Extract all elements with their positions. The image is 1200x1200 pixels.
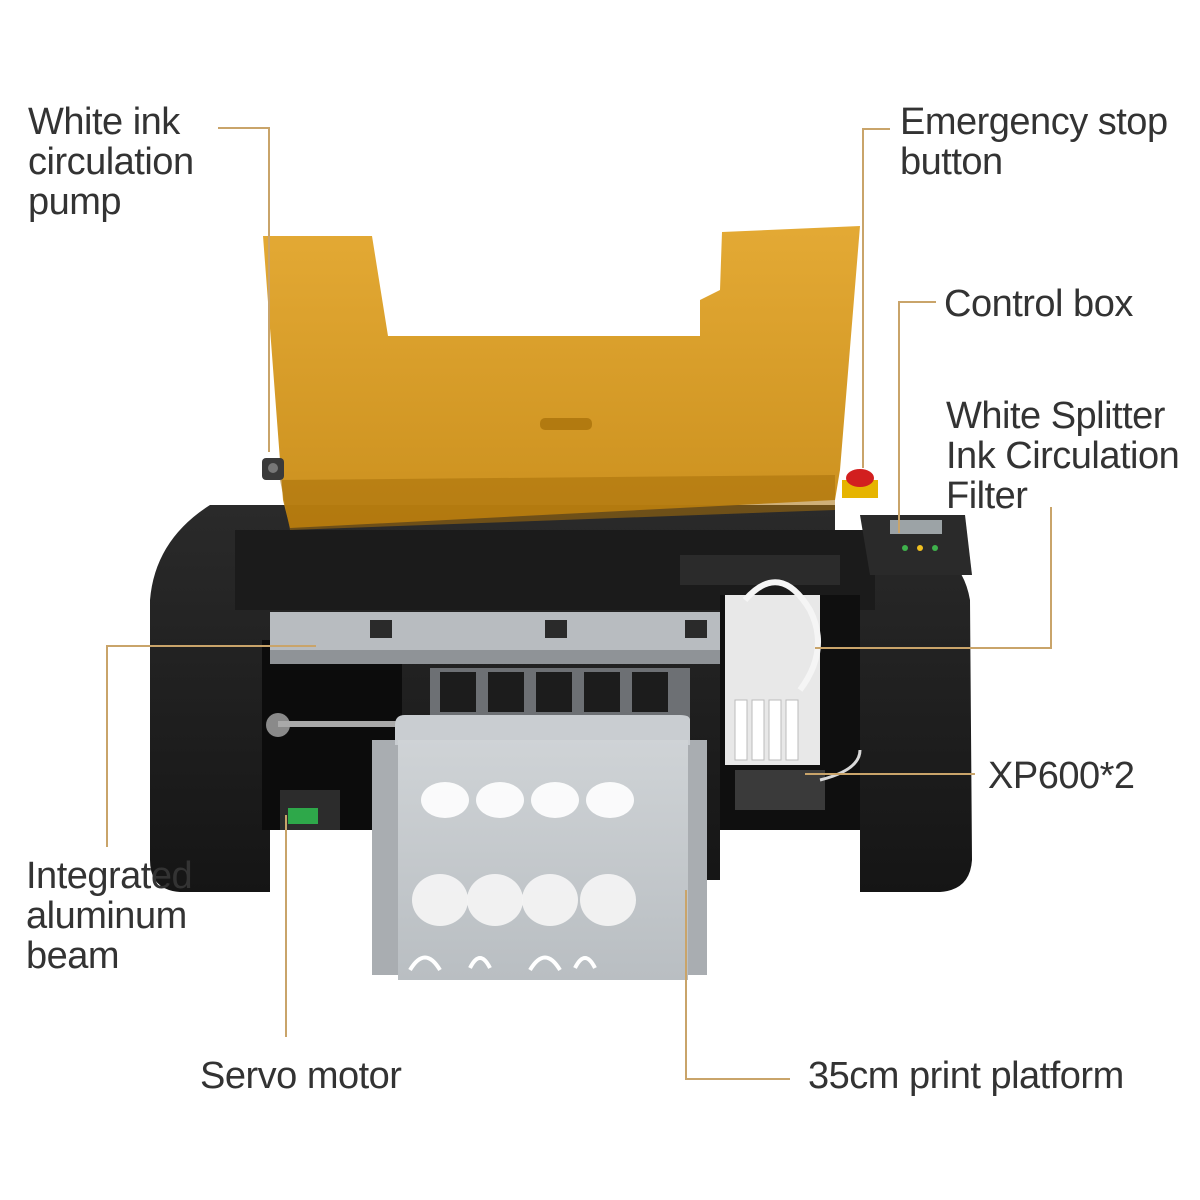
filter-label-line2: Ink Circulation bbox=[946, 435, 1180, 477]
estop-label-line1: Emergency stop bbox=[900, 101, 1168, 143]
pump-leader-v bbox=[268, 127, 270, 452]
control-box-label-line1: Control box bbox=[944, 283, 1133, 325]
xp600-label-line1: XP600*2 bbox=[988, 755, 1135, 797]
pump-leader-h bbox=[218, 127, 270, 129]
carriage-heads bbox=[430, 668, 690, 720]
filter-label: White Splitter Ink Circulation Filter bbox=[946, 395, 1180, 517]
filter-label-line3: Filter bbox=[946, 475, 1028, 517]
servo-label: Servo motor bbox=[200, 1055, 402, 1097]
filter-label-line1: White Splitter bbox=[946, 395, 1165, 437]
pump-label-line2: circulation bbox=[28, 141, 194, 183]
pump-label: White ink circulation pump bbox=[28, 102, 194, 222]
platform-leader-h bbox=[685, 1078, 790, 1080]
circulation-pump bbox=[262, 458, 284, 480]
xp600-leader-h bbox=[805, 773, 975, 775]
estop-label: Emergency stop button bbox=[900, 102, 1168, 182]
estop-label-line2: button bbox=[900, 141, 1003, 183]
control-box-label: Control box bbox=[944, 284, 1133, 324]
beam-leader-h bbox=[106, 645, 316, 647]
transfer-film bbox=[398, 740, 688, 980]
filter-leader-v bbox=[1050, 507, 1052, 649]
control-box-leader-v bbox=[898, 301, 900, 533]
platform-label-line1: 35cm print platform bbox=[808, 1055, 1124, 1097]
xp600-label: XP600*2 bbox=[988, 756, 1135, 796]
ink-filter-assembly bbox=[680, 555, 862, 810]
servo-label-line1: Servo motor bbox=[200, 1055, 402, 1097]
control-box-leader-h bbox=[898, 301, 936, 303]
beam-label: Integrated aluminum beam bbox=[26, 855, 193, 977]
estop-leader-v bbox=[862, 128, 864, 468]
pump-label-line1: White ink bbox=[28, 101, 180, 143]
beam-label-line1: Integrated bbox=[26, 855, 193, 897]
amber-lid bbox=[263, 226, 860, 530]
platform-label: 35cm print platform bbox=[808, 1056, 1124, 1096]
beam-label-line2: aluminum bbox=[26, 895, 187, 937]
beam-leader-v bbox=[106, 645, 108, 847]
servo-motor bbox=[266, 713, 398, 830]
control-box bbox=[860, 515, 972, 575]
estop-leader-h bbox=[862, 128, 890, 130]
pump-label-line3: pump bbox=[28, 181, 122, 223]
servo-leader-v bbox=[285, 815, 287, 1037]
platform-leader-v bbox=[685, 890, 687, 1080]
beam-label-line3: beam bbox=[26, 935, 120, 977]
filter-leader-h bbox=[815, 647, 1052, 649]
emergency-stop-button bbox=[842, 469, 878, 498]
